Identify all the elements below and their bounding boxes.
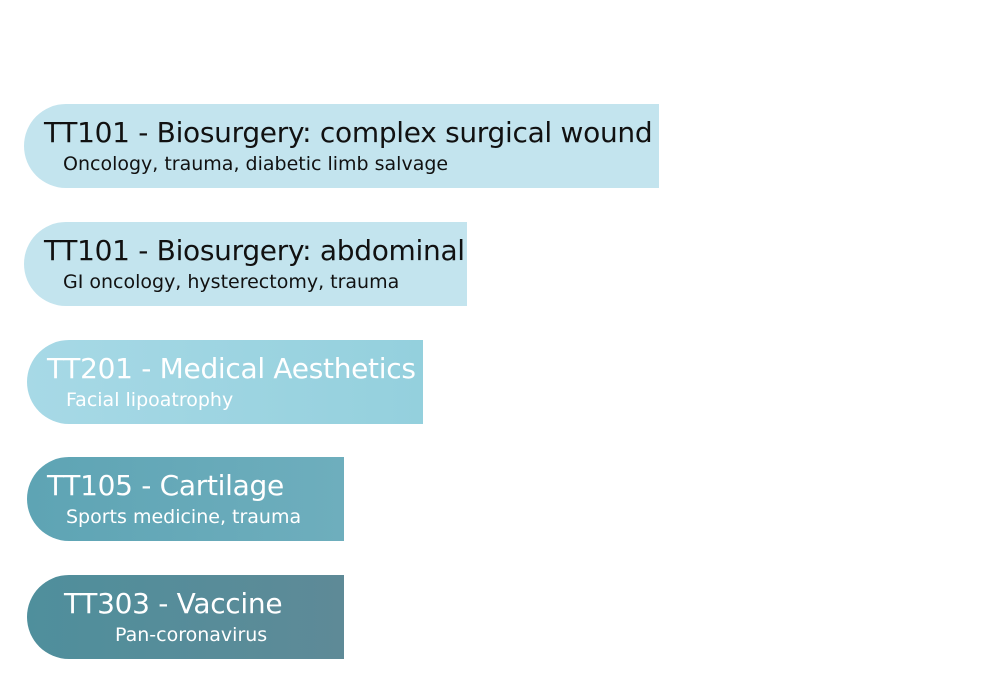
item-title: TT201 - Medical Aesthetics [47,352,416,385]
item-title: TT303 - Vaccine [64,587,283,620]
item-title: TT105 - Cartilage [47,469,284,502]
item-subtitle: Sports medicine, trauma [66,506,302,528]
pipeline-item-biosurgery-complex-wound: TT101 - Biosurgery: complex surgical wou… [24,104,659,188]
item-title: TT101 - Biosurgery: complex surgical wou… [44,116,653,149]
item-title: TT101 - Biosurgery: abdominal [44,234,465,267]
item-subtitle: Oncology, trauma, diabetic limb salvage [63,153,449,175]
pipeline-item-medical-aesthetics: TT201 - Medical Aesthetics Facial lipoat… [27,340,423,424]
pipeline-item-biosurgery-abdominal: TT101 - Biosurgery: abdominal GI oncolog… [24,222,467,306]
item-subtitle: Facial lipoatrophy [66,389,234,411]
pipeline-item-vaccine: TT303 - Vaccine Pan-coronavirus [27,575,344,659]
item-subtitle: GI oncology, hysterectomy, trauma [63,271,400,293]
pipeline-item-cartilage: TT105 - Cartilage Sports medicine, traum… [27,457,344,541]
item-subtitle: Pan-coronavirus [115,624,268,646]
